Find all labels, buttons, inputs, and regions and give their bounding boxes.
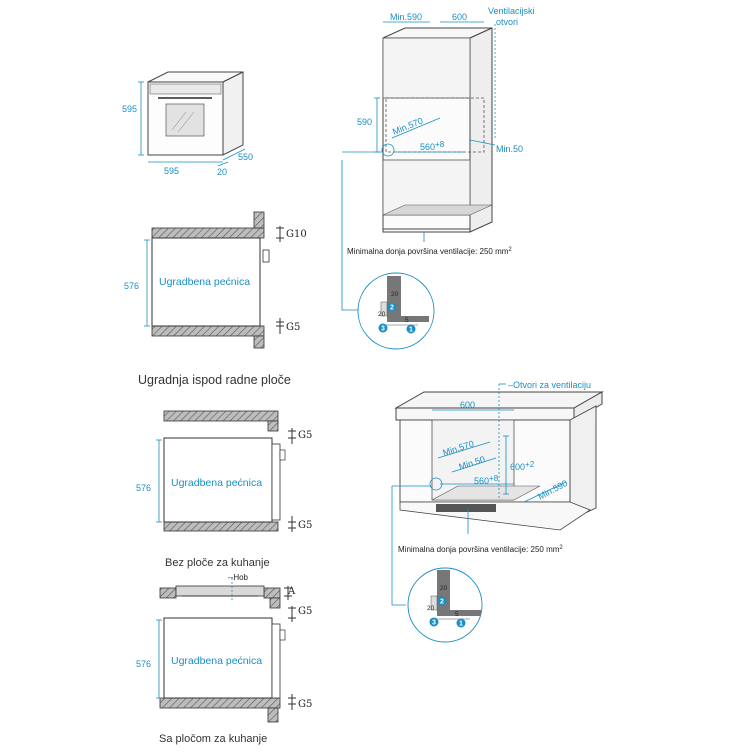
side2-gap-top-label: G5 bbox=[298, 430, 312, 441]
counter-detail-20b: 20 bbox=[427, 605, 435, 612]
side2-gap-bottom-label: G5 bbox=[298, 520, 312, 531]
column-vent-note: Minimalna donja površina ventilacije: 25… bbox=[347, 247, 512, 256]
column-niche-height-label: 590 bbox=[357, 117, 372, 127]
counter-detail-circle bbox=[407, 567, 483, 643]
oven-depth-label: 550 bbox=[238, 152, 253, 162]
counter-vent-note: Minimalna donja površina ventilacije: 25… bbox=[398, 545, 563, 554]
counter-cabinet bbox=[391, 383, 604, 606]
side2-caption: Bez ploče za kuhanje bbox=[165, 557, 270, 569]
oven-front-label: 20 bbox=[217, 167, 227, 177]
counter-detail-marker-1: 1 bbox=[459, 621, 463, 628]
side2-height-label: 576 bbox=[136, 483, 151, 493]
counter-detail-marker-2: 2 bbox=[440, 599, 444, 606]
side3-gap-bottom-label: G5 bbox=[298, 699, 312, 710]
side3-oven-label: Ugradbena pećnica bbox=[171, 655, 262, 667]
column-detail-20b: 20 bbox=[378, 311, 386, 318]
counter-detail-5: 5 bbox=[455, 611, 459, 618]
column-cabinet bbox=[341, 21, 496, 311]
section-heading: Ugradnja ispod radne ploče bbox=[138, 373, 291, 387]
side3-hob-label: --Hob bbox=[228, 573, 249, 582]
side-view-column bbox=[144, 211, 284, 349]
column-detail-20a: 20 bbox=[391, 291, 399, 298]
column-detail-5: 5 bbox=[405, 317, 409, 324]
column-min50-label: Min.50 bbox=[496, 144, 523, 154]
counter-detail-marker-3: 3 bbox=[432, 620, 436, 627]
side1-oven-label: Ugradbena pećnica bbox=[159, 276, 250, 288]
side2-oven-label: Ugradbena pećnica bbox=[171, 477, 262, 489]
side3-gap-a-label: A bbox=[287, 586, 296, 597]
counter-vent-label: –Otvori za ventilaciju bbox=[508, 380, 591, 390]
counter-detail-20a: 20 bbox=[440, 585, 448, 592]
oven-3d-view bbox=[138, 71, 246, 167]
side3-caption: Sa pločom za kuhanje bbox=[159, 733, 267, 745]
side1-gap-top-label: G10 bbox=[286, 229, 307, 240]
column-min590-label: Min.590 bbox=[390, 12, 422, 22]
counter-width-label: 600 bbox=[460, 400, 475, 410]
column-depth560-label: 560+8 bbox=[420, 140, 445, 152]
side3-height-label: 576 bbox=[136, 659, 151, 669]
column-detail-marker-3: 3 bbox=[381, 326, 385, 333]
oven-width-label: 595 bbox=[164, 166, 179, 176]
column-vent-label-2: otvori bbox=[496, 17, 518, 27]
column-width-label: 600 bbox=[452, 12, 467, 22]
side-view-counter-with-hob bbox=[156, 578, 296, 723]
side3-gap-top-label: G5 bbox=[298, 606, 312, 617]
counter-depth560-label: 560+8 bbox=[474, 474, 499, 486]
side1-gap-bottom-label: G5 bbox=[286, 322, 300, 333]
column-vent-label-1: Ventilacijski bbox=[488, 6, 535, 16]
column-detail-circle bbox=[357, 272, 435, 350]
side-view-counter-no-hob bbox=[156, 410, 296, 532]
column-detail-marker-1: 1 bbox=[409, 327, 413, 334]
counter-height-label: 600+2 bbox=[510, 460, 535, 472]
column-detail-marker-2: 2 bbox=[390, 305, 394, 312]
oven-height-label: 595 bbox=[122, 104, 137, 114]
side1-height-label: 576 bbox=[124, 281, 139, 291]
